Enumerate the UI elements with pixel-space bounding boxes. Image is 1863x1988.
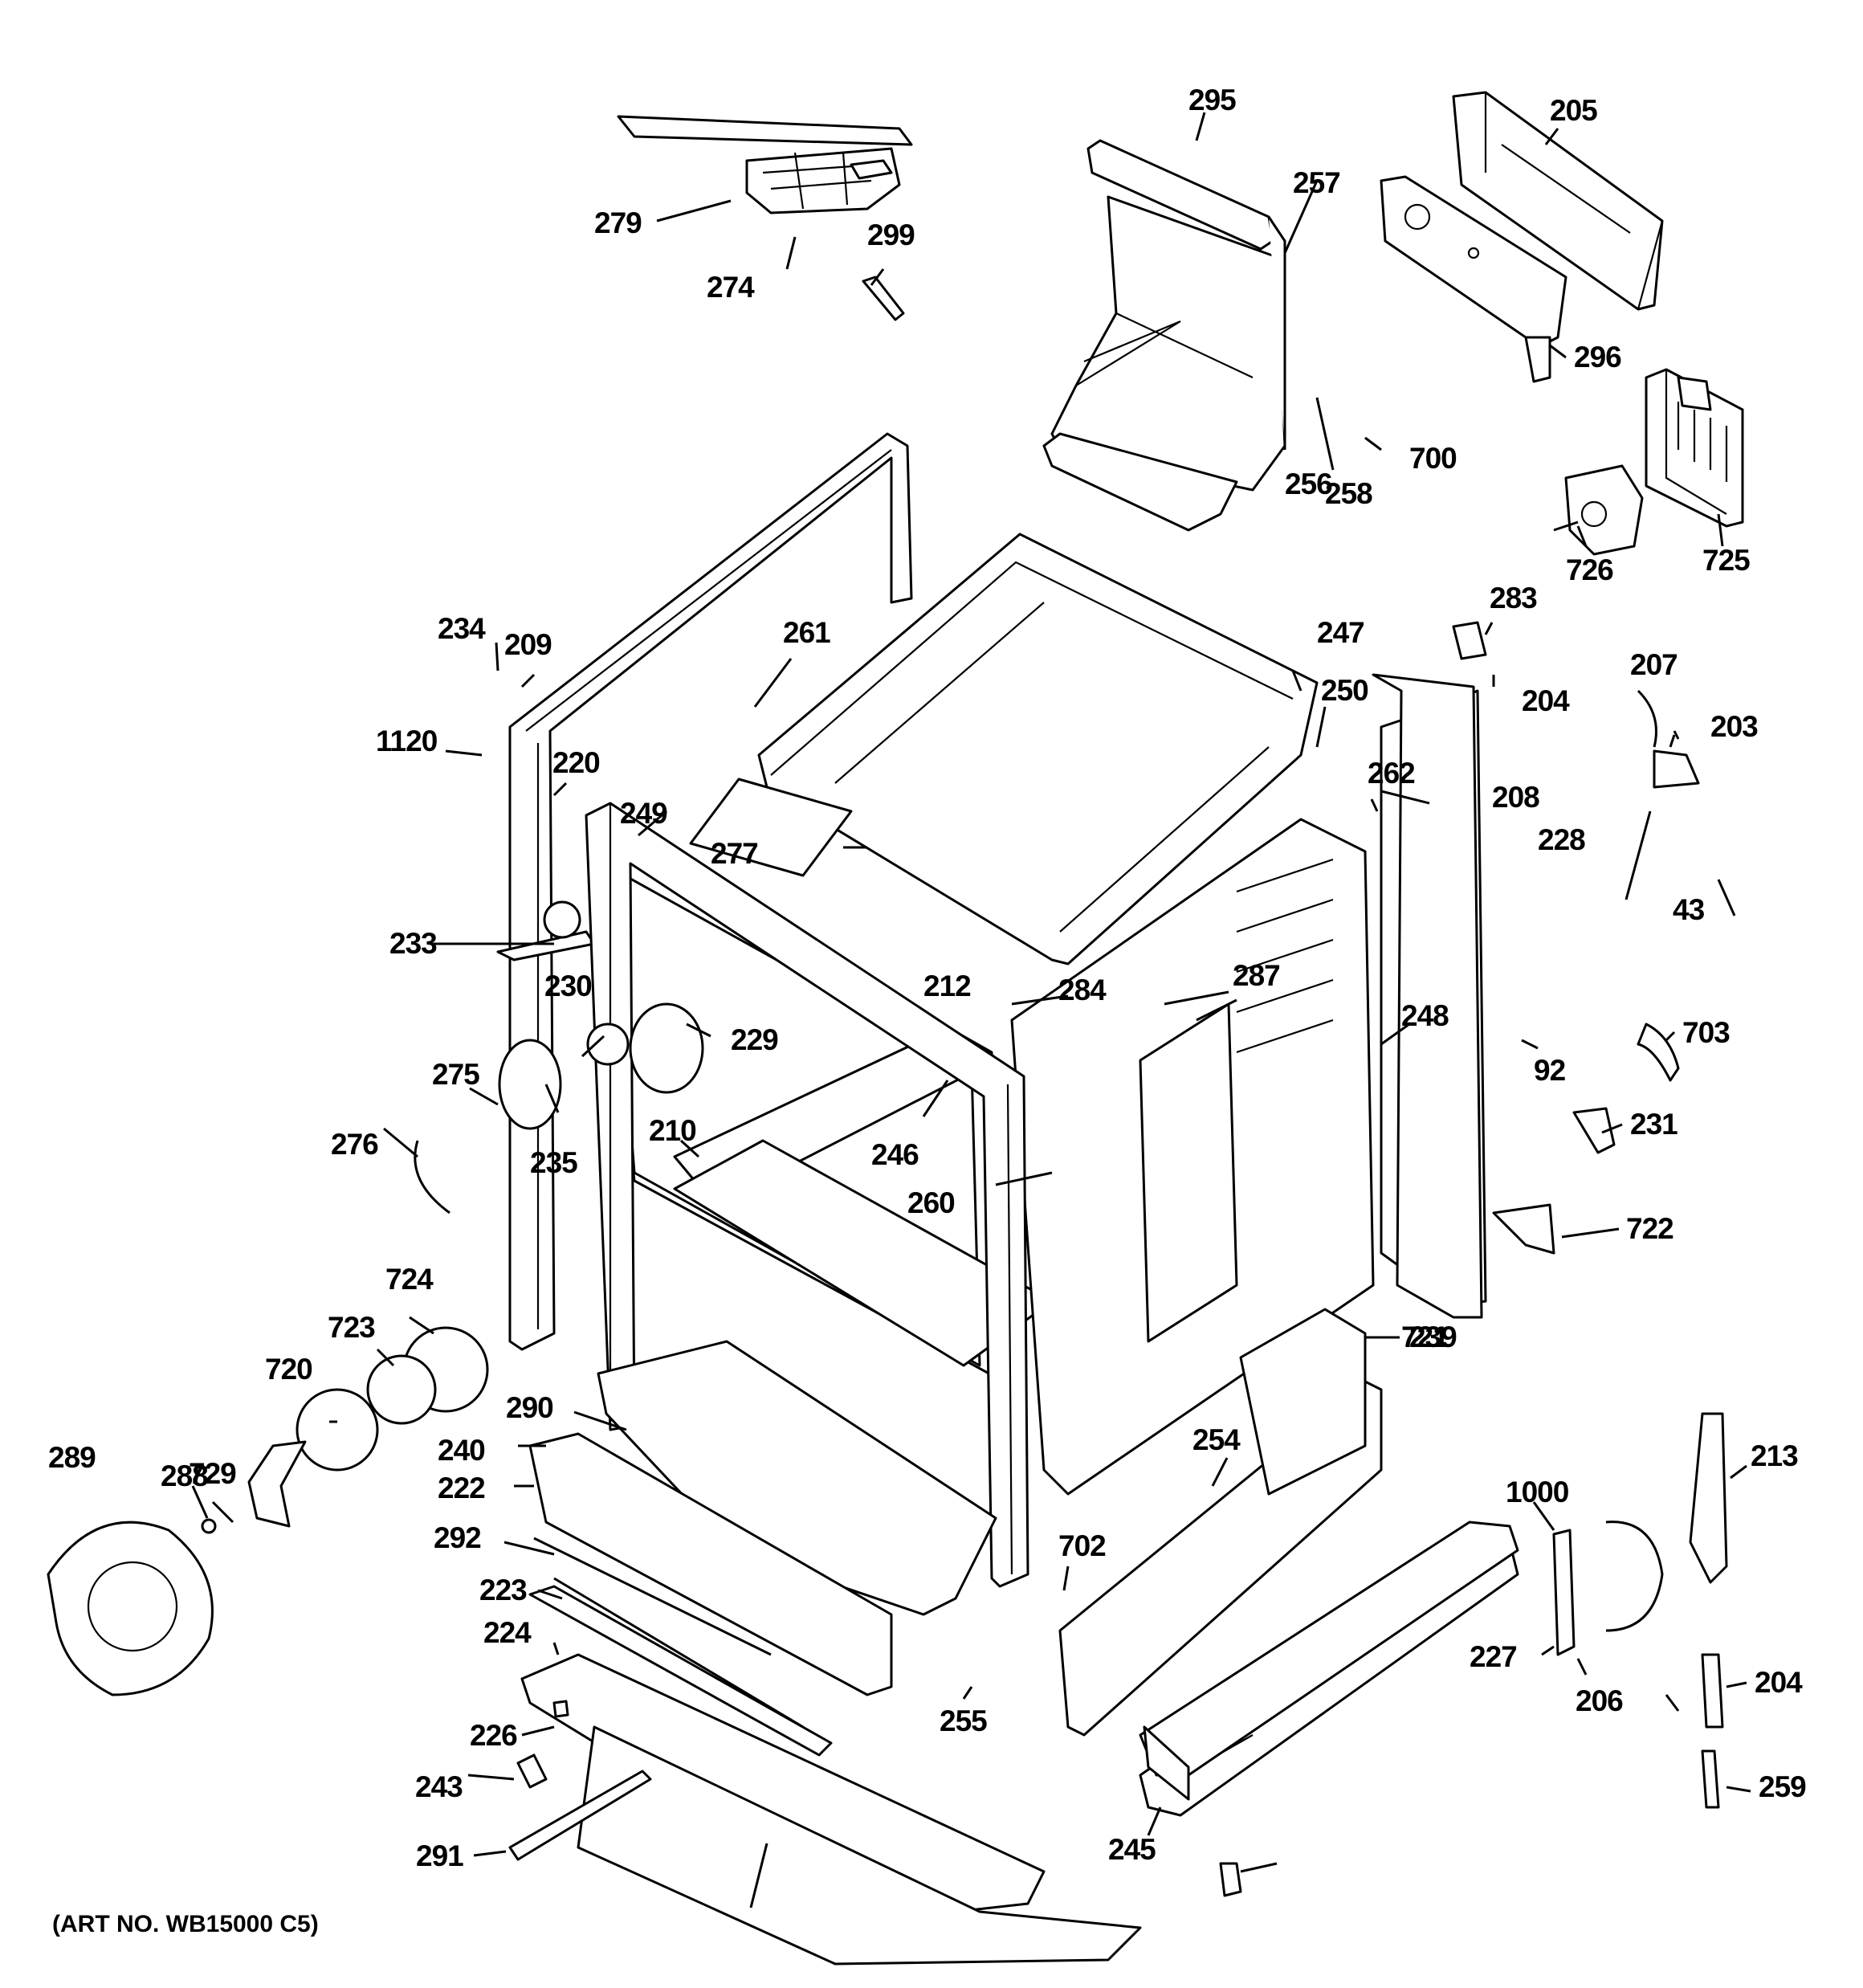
part-label: 725 — [1702, 544, 1750, 577]
part-label: 700 — [1409, 442, 1457, 475]
part-label: 723 — [328, 1311, 375, 1344]
light-fan-parts-drawing — [47, 900, 704, 1696]
latch-assembly-drawing — [617, 115, 913, 321]
part-label: 284 — [1058, 974, 1107, 1006]
part-label: 222 — [438, 1472, 485, 1504]
part-label: 203 — [1710, 710, 1758, 743]
part-label: 206 — [1576, 1684, 1623, 1717]
part-label: 720 — [265, 1353, 312, 1386]
part-label: 289 — [48, 1441, 96, 1474]
part-label: 245 — [1108, 1833, 1156, 1866]
part-label: 702 — [1058, 1529, 1106, 1562]
part-label: 233 — [389, 927, 437, 960]
part-label: 207 — [1630, 648, 1678, 681]
front-frame-drawing — [496, 432, 913, 1351]
burner-bracket-drawing — [1139, 1521, 1519, 1801]
part-label: 279 — [594, 206, 642, 239]
part-label: 228 — [1538, 823, 1585, 856]
part-label: 291 — [416, 1839, 463, 1872]
part-label: 288 — [161, 1459, 208, 1492]
part-label: 204 — [1522, 684, 1570, 717]
leader-lines — [191, 112, 1751, 1908]
right-side-panel-drawing — [1372, 673, 1483, 1319]
heat-shield-drawing — [1380, 91, 1664, 383]
part-label: 283 — [1490, 582, 1537, 614]
part-label: 213 — [1751, 1439, 1798, 1472]
part-label: 722 — [1626, 1212, 1673, 1245]
broiler-drawer-drawing — [520, 1340, 1142, 1966]
small-parts-drawing — [1219, 376, 1728, 1897]
part-label: 287 — [1233, 959, 1280, 992]
part-label: 262 — [1368, 757, 1415, 790]
part-label: 274 — [707, 271, 755, 304]
part-label: 248 — [1401, 999, 1449, 1032]
part-label: 224 — [483, 1616, 532, 1649]
part-label: 209 — [504, 628, 552, 661]
part-label: 257 — [1293, 166, 1340, 199]
part-label: 299 — [867, 218, 915, 251]
part-label: 296 — [1574, 341, 1621, 374]
part-label: 231 — [1630, 1108, 1678, 1141]
part-label: 726 — [1566, 553, 1613, 586]
part-label: 246 — [871, 1138, 919, 1171]
part-label: 247 — [1317, 616, 1364, 649]
part-label: 223 — [479, 1574, 527, 1606]
part-label: 295 — [1188, 84, 1236, 116]
part-label: 261 — [783, 616, 830, 649]
flue-duct-drawing — [1042, 139, 1286, 532]
part-label: 290 — [506, 1391, 553, 1424]
part-label: 1120 — [376, 725, 438, 757]
part-label: 258 — [1325, 477, 1372, 510]
part-label: 226 — [470, 1719, 517, 1752]
part-label: 92 — [1534, 1054, 1566, 1087]
part-label: 249 — [620, 797, 667, 830]
part-label: 205 — [1550, 94, 1597, 127]
part-label: 250 — [1321, 674, 1368, 707]
part-label: 276 — [331, 1128, 378, 1161]
part-label: 724 — [385, 1263, 434, 1296]
part-label: 703 — [1682, 1016, 1730, 1049]
part-label: 255 — [940, 1704, 987, 1737]
part-label: 240 — [438, 1434, 485, 1467]
part-label: 234 — [438, 612, 486, 645]
part-label: 210 — [649, 1114, 696, 1147]
part-label: 721 — [1401, 1321, 1449, 1353]
part-label: 292 — [434, 1521, 481, 1554]
part-label: 243 — [415, 1770, 463, 1803]
part-label: 260 — [907, 1186, 955, 1219]
part-label: 43 — [1673, 893, 1705, 926]
part-label: 204 — [1755, 1666, 1803, 1699]
part-label: 277 — [711, 837, 758, 870]
part-label: 729 — [189, 1457, 236, 1490]
part-label: 230 — [544, 970, 592, 1002]
part-labels: 295 205 257 279 274 299 296 258 700 256 … — [48, 84, 1807, 1937]
part-label: 212 — [923, 970, 971, 1002]
fan-motor-drawing — [1553, 368, 1744, 556]
part-label: 229 — [731, 1023, 778, 1056]
part-label: 259 — [1759, 1770, 1806, 1803]
bottom-left-parts-drawing — [508, 1700, 652, 1861]
part-label: 235 — [530, 1146, 577, 1179]
part-label: 239 — [1409, 1321, 1457, 1353]
part-label: 1000 — [1506, 1476, 1569, 1508]
part-label: 220 — [552, 746, 600, 779]
part-label: 208 — [1492, 781, 1539, 814]
part-label: 254 — [1192, 1423, 1241, 1456]
part-label: 227 — [1470, 1640, 1517, 1673]
part-label: 275 — [432, 1058, 479, 1091]
art-number-caption: (ART NO. WB15000 C5) — [52, 1911, 319, 1937]
part-label: 256 — [1285, 467, 1332, 500]
